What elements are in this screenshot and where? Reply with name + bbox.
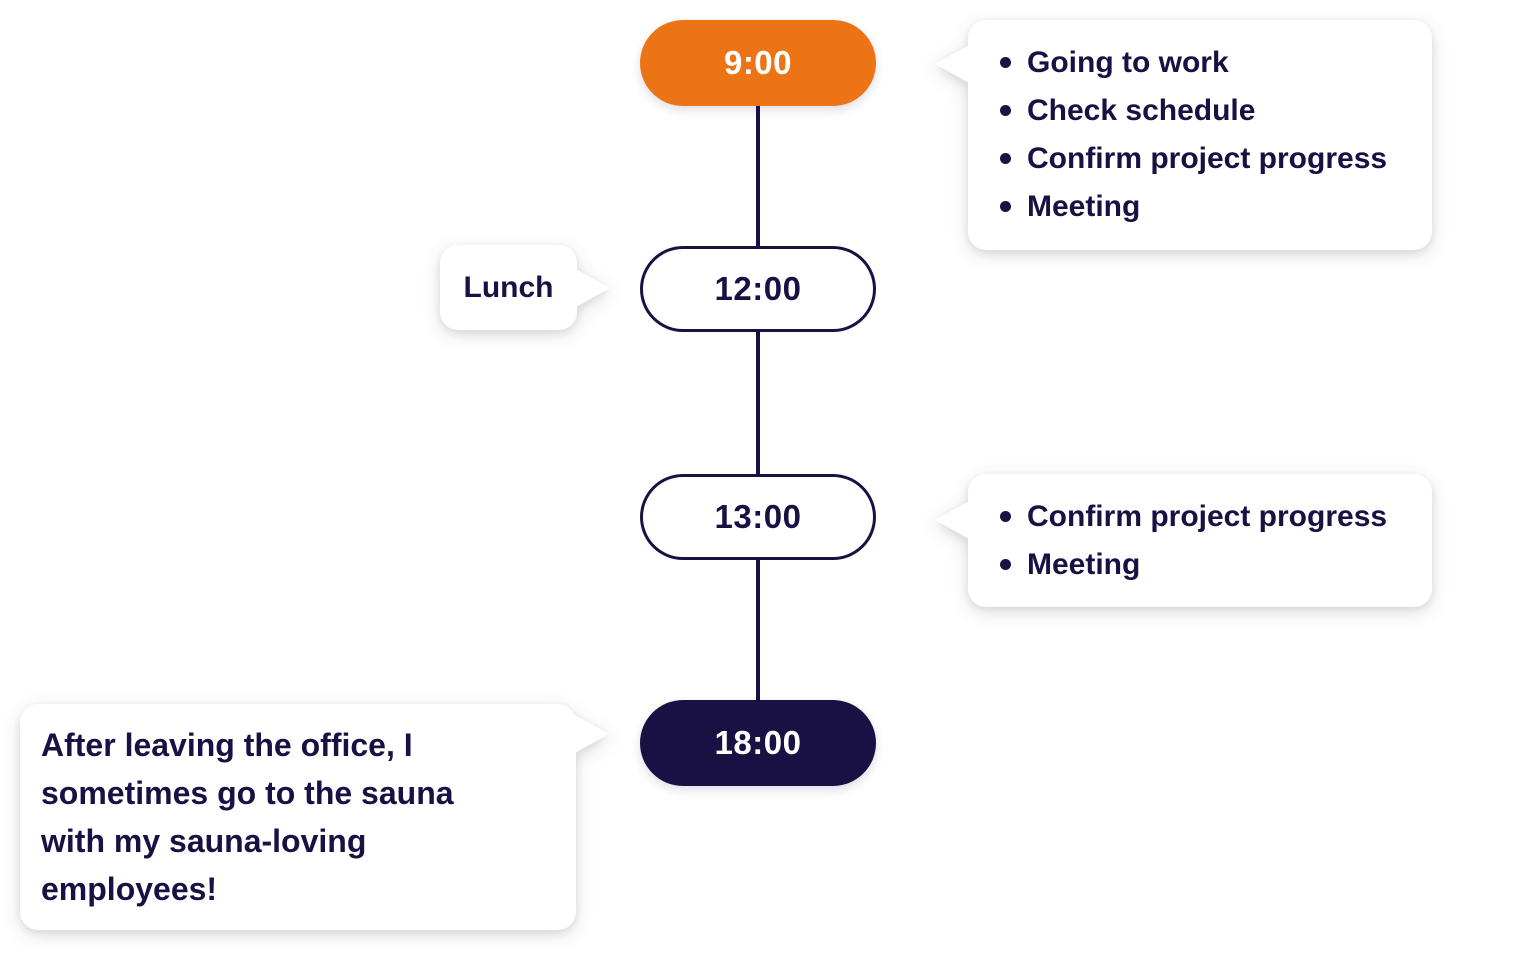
- bubble-lunch: Lunch: [440, 245, 610, 330]
- task-item: Check schedule: [1000, 87, 1414, 135]
- afternoon-task-list: Confirm project progress Meeting: [1000, 493, 1414, 589]
- task-item: Meeting: [1000, 183, 1414, 231]
- time-label-0900: 9:00: [723, 44, 793, 81]
- time-label-1200: 12:00: [714, 270, 802, 307]
- bubble-afternoon-tasks: Confirm project progress Meeting: [935, 474, 1432, 607]
- time-pill-1200: 12:00: [640, 246, 876, 332]
- bubble-morning-tasks: Going to work Check schedule Confirm pro…: [935, 20, 1432, 250]
- bubble-tail-right-icon: [575, 715, 609, 753]
- bubble-evening-note: After leaving the office, I sometimes go…: [20, 704, 609, 930]
- time-pill-1300: 13:00: [640, 474, 876, 560]
- task-item: Confirm project progress: [1000, 493, 1414, 541]
- task-item: Confirm project progress: [1000, 135, 1414, 183]
- task-item: Going to work: [1000, 39, 1414, 87]
- bubble-tail-left-icon: [935, 45, 969, 83]
- task-item: Meeting: [1000, 541, 1414, 589]
- time-pill-1800: 18:00: [640, 700, 876, 786]
- morning-task-list: Going to work Check schedule Confirm pro…: [1000, 39, 1414, 231]
- note-line: employees!: [41, 871, 218, 907]
- note-line: After leaving the office, I: [41, 727, 413, 763]
- note-line: with my sauna-loving: [41, 823, 367, 859]
- time-label-1300: 13:00: [714, 498, 802, 535]
- note-line: sometimes go to the sauna: [41, 775, 454, 811]
- time-label-1800: 18:00: [714, 724, 802, 761]
- lunch-label: Lunch: [463, 270, 554, 304]
- timeline-line: [756, 63, 760, 743]
- bubble-tail-right-icon: [576, 269, 610, 307]
- time-pill-0900: 9:00: [640, 20, 876, 106]
- bubble-tail-left-icon: [935, 501, 969, 539]
